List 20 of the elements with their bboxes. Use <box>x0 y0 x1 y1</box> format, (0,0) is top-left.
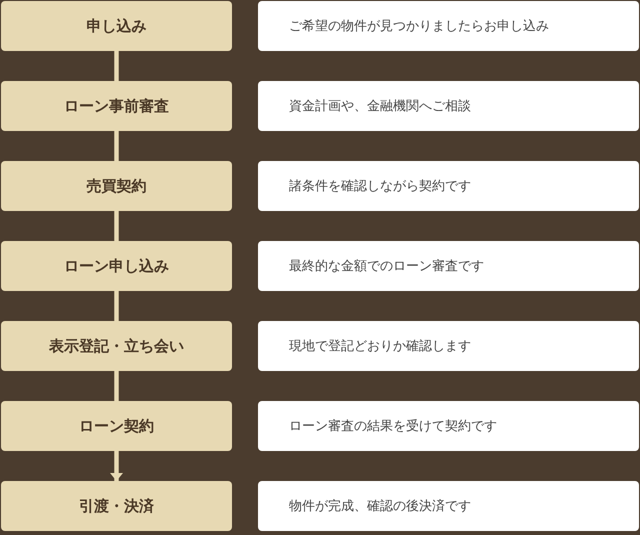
arrow <box>110 451 123 481</box>
connector-line <box>114 211 119 241</box>
description-box: 現地で登記どおりか確認します <box>258 321 639 371</box>
step-box: 申し込み <box>1 1 232 51</box>
description-box: 諸条件を確認しながら契約です <box>258 161 639 211</box>
description-box: ご希望の物件が見つかりましたらお申し込み <box>258 1 639 51</box>
step-box: 引渡・決済 <box>1 481 232 531</box>
description-box: 資金計画や、金融機関へご相談 <box>258 81 639 131</box>
step-box: ローン申し込み <box>1 241 232 291</box>
description-box: ローン審査の結果を受けて契約です <box>258 401 639 451</box>
step-box: ローン契約 <box>1 401 232 451</box>
connector-line <box>114 131 119 161</box>
connector-line <box>114 291 119 321</box>
step-box: 売買契約 <box>1 161 232 211</box>
description-box: 物件が完成、確認の後決済です <box>258 481 639 531</box>
description-box: 最終的な金額でのローン審査です <box>258 241 639 291</box>
connector-line <box>114 371 119 401</box>
step-box: ローン事前審査 <box>1 81 232 131</box>
step-box: 表示登記・立ち会い <box>1 321 232 371</box>
connector-line <box>114 51 119 81</box>
